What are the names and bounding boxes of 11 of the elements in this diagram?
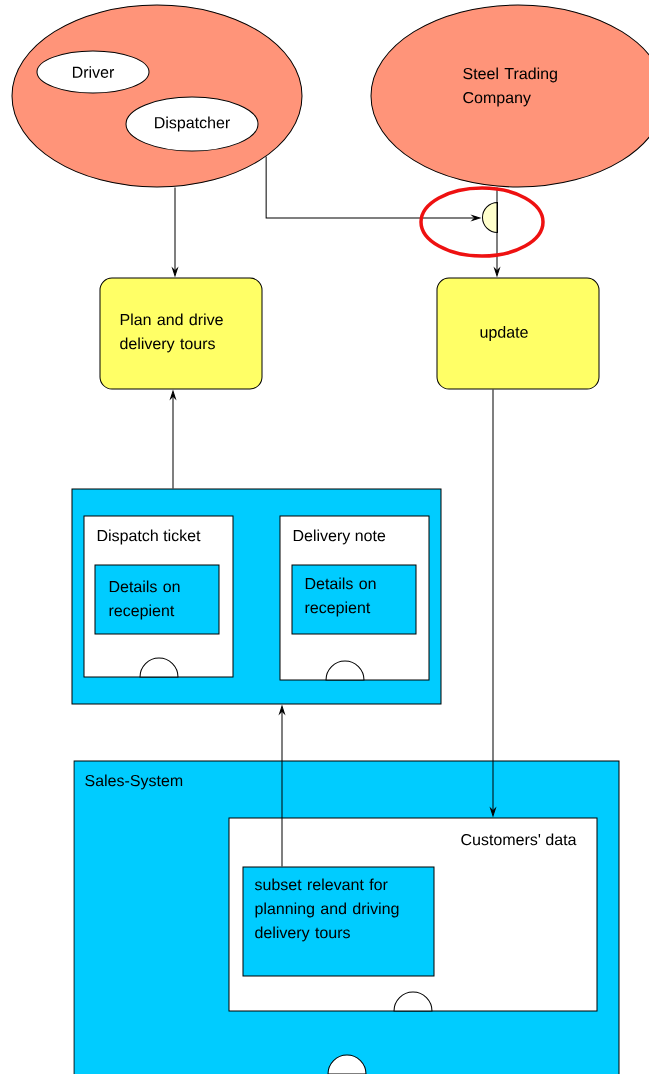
data-field-box: Details on recepient — [291, 564, 417, 635]
data-field-box: Details on recepient — [94, 564, 220, 635]
function-box: Plan and drive delivery tours — [99, 277, 263, 390]
arrow — [172, 187, 178, 277]
data-field-box: subset relevant for planning and driving delivery tours — [242, 866, 435, 977]
arrow — [490, 389, 496, 817]
function-box: update — [436, 277, 600, 390]
arrow — [265, 156, 481, 221]
connector-symbol — [482, 202, 498, 233]
arrow — [170, 390, 176, 489]
arrow — [279, 705, 285, 867]
